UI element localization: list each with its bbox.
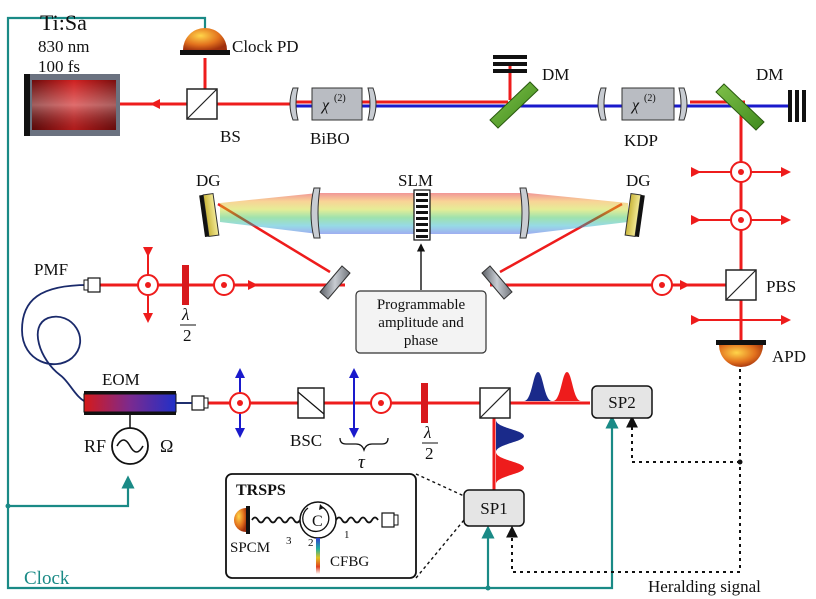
- omega-label: Ω: [160, 436, 173, 456]
- sp2-label: SP2: [608, 393, 635, 412]
- circulator-label: C: [312, 513, 323, 530]
- kdp-chi-sup: (2): [644, 93, 656, 104]
- clock-pd-label: Clock PD: [232, 37, 299, 56]
- eom-label: EOM: [102, 370, 140, 389]
- grating-left: [199, 192, 220, 238]
- dg-left-label: DG: [196, 171, 221, 190]
- mid-beam: [95, 280, 741, 290]
- inset-port1: 1: [344, 529, 350, 541]
- bsc-compensator: [297, 387, 325, 419]
- inset-spcm-label: SPCM: [230, 540, 270, 556]
- shaper-lenses: [310, 187, 530, 239]
- tau-brace: [339, 437, 389, 453]
- laser-name: Ti:Sa: [40, 10, 87, 35]
- bibo-label: BiBO: [310, 129, 350, 148]
- sp1-label: SP1: [480, 499, 507, 518]
- heralding-lines: [506, 362, 741, 573]
- pbs-cube: [725, 269, 757, 301]
- sp1-box: [463, 489, 525, 527]
- slm-note-line-2: amplitude and: [378, 315, 464, 331]
- rf-source-icon: [111, 415, 149, 465]
- bsc-label: BSC: [290, 431, 322, 450]
- dg-right-label: DG: [626, 171, 651, 190]
- hwp1-lambda: λ: [181, 305, 189, 324]
- hwp1-two: 2: [183, 326, 192, 345]
- slm-label: SLM: [398, 171, 433, 190]
- tau-label: τ: [358, 452, 366, 473]
- inset-port3: 3: [286, 535, 292, 547]
- clock-lines: [6, 16, 619, 590]
- polarization-markers-right: [691, 161, 791, 325]
- pbs-label: PBS: [766, 277, 796, 296]
- heralding-junction: [737, 459, 743, 465]
- pulses-to-sp2: [524, 372, 581, 401]
- bibo-chi: χ: [320, 97, 330, 114]
- dm2-label: DM: [756, 65, 783, 84]
- pmf-fiber: [21, 284, 200, 404]
- beamsplitter-bs: [186, 88, 218, 120]
- dichroic-mirror-2: [715, 83, 806, 131]
- apd-icon: [716, 340, 766, 367]
- cfbg-label: CFBG: [330, 554, 369, 570]
- pmf-label: PMF: [34, 260, 68, 279]
- sp2-box: [591, 385, 653, 419]
- inset-spcm-icon: [234, 506, 250, 534]
- output-beamsplitter: [479, 387, 511, 419]
- cfbg-grating: [316, 538, 320, 574]
- polarization-markers-bottom: [229, 368, 428, 438]
- polarization-markers-mid-left: [137, 247, 235, 323]
- hwp2-two: 2: [425, 444, 434, 463]
- clock-label: Clock: [24, 568, 70, 589]
- folding-mirror-left: [319, 265, 351, 300]
- dichroic-mirror-1: [489, 55, 539, 129]
- clock-line-dots: [5, 503, 491, 591]
- bs-label: BS: [220, 127, 241, 146]
- inset-fiber-right: [335, 516, 379, 524]
- kdp-crystal: [597, 87, 688, 121]
- bibo-chi-sup: (2): [334, 93, 346, 104]
- heralding-label: Heralding signal: [648, 577, 761, 596]
- inset-connectors: [415, 473, 465, 579]
- folding-mirror-right: [481, 265, 513, 300]
- laser-duration: 100 fs: [38, 57, 80, 76]
- inset-fiber-connector: [381, 512, 399, 528]
- hwp2-lambda: λ: [423, 423, 431, 442]
- inset-port2: 2: [308, 537, 314, 549]
- laser-wavelength: 830 nm: [38, 37, 89, 56]
- eom-block: [83, 391, 177, 415]
- slm-note-line-1: Programmable: [377, 297, 466, 313]
- apd-label: APD: [772, 347, 806, 366]
- pulses-to-sp1: [496, 420, 524, 484]
- eom-output-connector: [176, 395, 209, 411]
- slm-note-line-3: phase: [404, 333, 438, 349]
- slm-note-box: [355, 290, 487, 354]
- polarization-dot-mid-right: [651, 274, 673, 296]
- kdp-chi: χ: [630, 97, 640, 114]
- kdp-label: KDP: [624, 131, 658, 150]
- clock-pd-icon: [180, 28, 230, 55]
- grating-right: [624, 192, 645, 238]
- rf-label: RF: [84, 436, 106, 456]
- trsps-title: TRSPS: [236, 482, 286, 499]
- inset-fiber-left: [251, 516, 301, 524]
- bibo-crystal: [289, 87, 377, 121]
- tisa-laser: [24, 74, 120, 136]
- pmf-connector: [83, 277, 101, 293]
- dm1-label: DM: [542, 65, 569, 84]
- slm-device: [413, 189, 431, 241]
